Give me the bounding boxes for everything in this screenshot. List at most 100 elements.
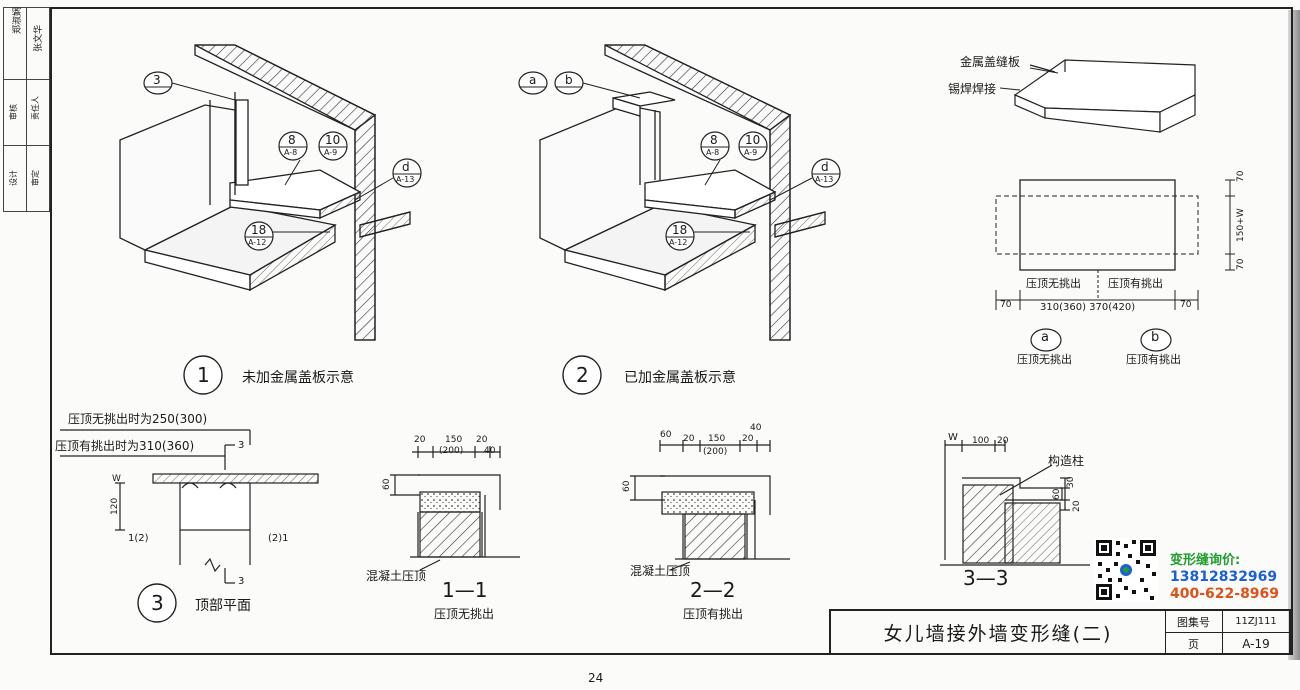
plate-dim-mid: 150+W (1236, 208, 1246, 242)
callout-3-fig1 (143, 71, 236, 101)
section-2-2-drawing (630, 440, 790, 571)
sec33-d3: 20 (997, 436, 1009, 446)
callout-18-label-2: 18 (672, 223, 688, 237)
drawing-title: 女儿墙接外墙变形缝(二) (831, 611, 1166, 653)
set-label: 图集号 (1165, 611, 1223, 633)
figure-2-iso (539, 44, 826, 341)
callout-10-label: 10 (325, 133, 341, 147)
contact-block: 变形缝询价: 13812832969 400-622-8969 (1170, 552, 1279, 603)
callout-d-label: d (402, 160, 410, 174)
sec33-label: 构造柱 (1048, 454, 1085, 468)
fig2-caption: 已加金属盖板示意 (624, 370, 736, 386)
sec22-d1: 60 (660, 430, 672, 440)
sec22-d4: 20 (742, 434, 754, 444)
plan-3-drawing (60, 429, 319, 584)
title-block: 女儿墙接外墙变形缝(二) 图集号 11ZJ111 页 A-19 (829, 609, 1291, 655)
page-number: 24 (588, 671, 604, 685)
metal-plate-plan (995, 179, 1235, 310)
sec11-d5: 40 (484, 446, 496, 456)
sec22-d6: (200) (703, 447, 728, 457)
fig1-number-circle (183, 355, 223, 395)
callout-8-label: 8 (288, 133, 296, 147)
contact-phone: 13812832969 (1170, 569, 1278, 585)
sec11-title: 1—1 (442, 578, 488, 602)
qr-code-graphic (1094, 538, 1158, 602)
callout-18-fig2 (665, 221, 750, 251)
sec22-label: 混凝土压顶 (630, 564, 691, 578)
callout-18-sub: A-12 (248, 238, 267, 247)
section-1-1-drawing (390, 446, 520, 571)
plate-leader-2 (999, 87, 1021, 91)
fig2-number: 2 (576, 363, 589, 387)
qr-code (1094, 538, 1158, 602)
plate-dim-right: 70 (1180, 300, 1192, 310)
callout-8-label-2: 8 (710, 133, 718, 147)
sec33-title: 3—3 (963, 566, 1009, 590)
callout-d-sub-2: A-13 (815, 175, 834, 184)
set-value: 11ZJ111 (1223, 611, 1289, 633)
strip-divider (26, 8, 27, 211)
plate-a-circle (1030, 328, 1062, 352)
callout-10-label-2: 10 (745, 133, 761, 147)
plate-a-caption: 压顶无挑出 (1017, 353, 1072, 366)
page-value: A-19 (1242, 637, 1270, 651)
plate-under-a: 压顶无挑出 (1026, 277, 1081, 290)
sec33-d5: 60 (1052, 488, 1062, 500)
plate-dim-left: 70 (1000, 300, 1012, 310)
callout-b-label: b (565, 73, 573, 87)
plan3-sec-2: (2)1 (268, 533, 289, 544)
callout-10-sub: A-9 (324, 148, 338, 157)
callout-a-label: a (529, 73, 537, 87)
fig3-number: 3 (151, 591, 164, 615)
plate-a-letter: a (1041, 330, 1049, 345)
strip-cell-names: 郑淑娴 张文华 (4, 7, 49, 80)
sec22-d7: 60 (622, 480, 632, 492)
plate-b-letter: b (1151, 330, 1160, 345)
sec33-d1: W (948, 432, 958, 443)
callout-8-fig2 (700, 131, 730, 161)
page-label: 页 (1165, 633, 1223, 655)
sec33-d4: 30 (1066, 476, 1076, 488)
sec22-title: 2—2 (690, 578, 736, 602)
fig3-caption: 顶部平面 (195, 598, 251, 614)
sec11-d6: 60 (382, 478, 392, 490)
fig3-number-circle (137, 583, 177, 623)
sec33-d2: 100 (972, 436, 990, 446)
metal-plate-iso (1013, 59, 1196, 133)
sec22-d3: 150 (708, 434, 726, 444)
callout-8-sub-2: A-8 (706, 148, 720, 157)
callout-18-sub-2: A-12 (669, 238, 688, 247)
plan3-sec-3a: 3 (238, 440, 245, 451)
plan3-sec-1: 1(2) (128, 533, 149, 544)
plate-under-b: 压顶有挑出 (1108, 277, 1163, 290)
sec22-caption: 压顶有挑出 (683, 607, 744, 621)
callout-8-sub: A-8 (284, 148, 298, 157)
callout-18-label: 18 (251, 223, 267, 237)
sec11-caption: 压顶无挑出 (434, 607, 495, 621)
plan3-note-2: 压顶有挑出时为310(360) (55, 439, 195, 453)
sec33-d6: 20 (1072, 500, 1082, 512)
section-3-3-drawing (940, 440, 1090, 566)
plate-dim-bot: 70 (1236, 258, 1246, 270)
fig2-number-circle (562, 355, 602, 395)
callout-d-label-2: d (821, 160, 829, 174)
plate-dim-span: 310(360) 370(420) (1040, 302, 1136, 313)
sec22-d5: 40 (750, 423, 762, 433)
plate-label-cover: 金属盖缝板 (960, 55, 1021, 69)
plate-b-caption: 压顶有挑出 (1126, 353, 1181, 366)
sec11-d2: 150 (445, 435, 463, 445)
callout-b-fig2 (554, 71, 641, 99)
fig1-caption: 未加金属盖板示意 (242, 370, 354, 386)
plate-dim-top: 70 (1236, 170, 1246, 182)
plan3-note-1: 压顶无挑出时为250(300) (68, 412, 208, 426)
drawing-frame (50, 7, 1293, 655)
plate-label-weld: 锡焊焊接 (948, 82, 997, 96)
plate-leader-1 (1029, 67, 1059, 74)
figure-1-iso (119, 44, 411, 341)
callout-3-label: 3 (153, 73, 161, 87)
callout-18-fig1 (244, 221, 330, 251)
plate-b-circle (1140, 328, 1172, 352)
signature-strip: 郑淑娴 张文华 审核 责任人 设计 审定 (3, 7, 50, 212)
callout-a-fig2 (518, 71, 548, 95)
